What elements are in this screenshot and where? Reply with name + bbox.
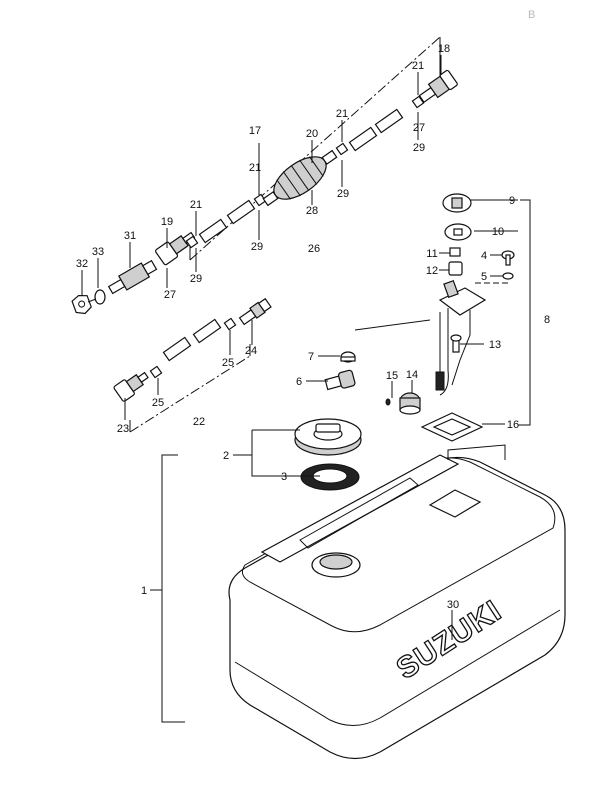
screw-4 [501,250,515,266]
vent-screw-assembly [324,351,356,391]
callout-5: 5 [481,271,487,283]
callout-29c: 29 [251,241,263,253]
hose-lower [162,336,192,362]
washer-5 [502,272,514,280]
clip-15 [385,398,391,406]
cap-seal-3 [300,463,360,491]
callout-32: 32 [76,258,88,270]
callout-4: 4 [481,250,487,262]
callout-6: 6 [296,376,302,388]
bolt-13 [450,334,462,353]
leader-lines [81,55,518,640]
elbow-24 [238,297,272,326]
callout-24: 24 [245,345,257,357]
nut-32 [71,295,92,315]
callout-26: 26 [308,243,320,255]
callout-22: 22 [193,416,205,428]
tank-cap-2 [294,418,362,456]
callout-21a: 21 [336,108,348,120]
callout-3: 3 [281,471,287,483]
callout-11: 11 [426,248,437,260]
corner-mark: B [528,9,535,21]
callout-19: 19 [161,216,173,228]
callout-9: 9 [509,195,515,207]
hose-clamp-29 [185,95,425,249]
callout-labels: 1 2 3 4 5 6 7 8 9 10 11 12 13 14 15 16 1… [76,43,550,611]
callout-12: 12 [426,265,438,277]
callout-31: 31 [124,230,136,242]
fuel-hose-assembly [155,36,458,266]
vent-screw-6 [324,369,356,391]
primer-bulb-28 [262,149,338,207]
callout-7: 7 [308,351,314,363]
washer-33 [94,289,106,305]
callout-23: 23 [117,423,129,435]
callout-28: 28 [306,205,318,217]
callout-25a: 25 [222,357,234,369]
clamp-25b [223,317,237,331]
float-14 [399,392,421,415]
callout-14: 14 [406,369,418,381]
connector-23 [113,371,149,402]
callout-25b: 25 [152,397,164,409]
callout-1: 1 [141,585,147,597]
callout-29b: 29 [337,188,349,200]
bracket-1 [161,454,185,723]
fuel-tank-30: SUZUKI [228,444,566,760]
callout-20: 20 [306,128,318,140]
callout-8: 8 [544,314,550,326]
seal-12 [448,261,463,276]
callout-21d: 21 [190,199,202,211]
fuel-gauge-unit [435,279,487,396]
fitting-assembly [71,259,158,315]
fitting-31 [107,259,158,295]
callout-13: 13 [489,339,501,351]
lower-hose-assembly [113,297,272,433]
fuel-gauge-assembly [354,193,531,442]
glass-11 [449,247,461,257]
callout-16: 16 [507,419,519,431]
callout-29a: 29 [413,142,425,154]
connector-19 [155,231,196,266]
callout-21c: 21 [249,162,261,174]
gasket-16 [420,412,484,442]
callout-27a: 27 [413,122,425,134]
clamp-25 [149,365,163,379]
callout-27b: 27 [164,289,176,301]
gasket-10 [444,223,472,241]
fuel-hose [198,108,404,244]
gauge-cover-9 [442,193,472,213]
callout-18: 18 [438,43,450,55]
callout-15: 15 [386,370,398,382]
callout-2: 2 [223,450,229,462]
callout-29d: 29 [190,273,202,285]
connector-18 [418,69,458,104]
callout-21b: 21 [412,60,424,72]
callout-30: 30 [447,599,459,611]
callout-17: 17 [249,125,261,137]
callout-33: 33 [92,246,104,258]
callout-10: 10 [492,226,504,238]
